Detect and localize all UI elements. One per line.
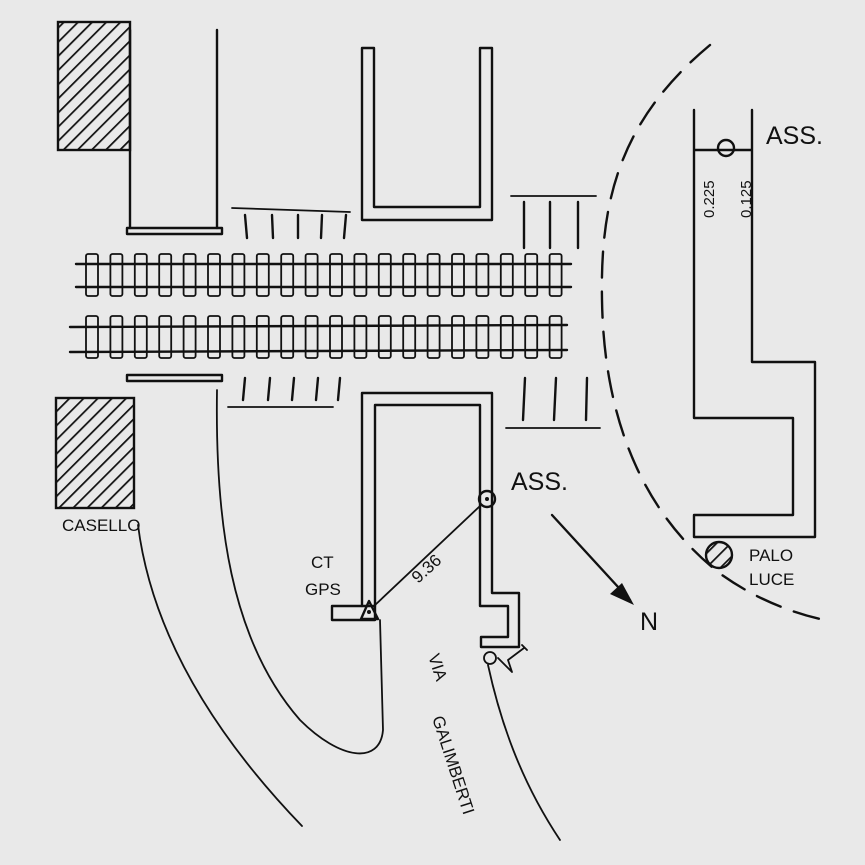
rail-sleeper (353, 315, 368, 359)
curb-bottom (360, 391, 521, 649)
railway-track-south (68, 315, 569, 359)
rail-sleeper (451, 315, 465, 359)
rail-sleeper (85, 253, 99, 297)
barrier-bottom-left (227, 376, 342, 408)
north-arrow-head (610, 583, 634, 605)
survey-point-ass-mid (477, 489, 497, 509)
curb-top-outer (360, 46, 494, 222)
arrow-hook (497, 644, 528, 673)
rail-sleeper (280, 315, 295, 359)
survey-point-ass-mid-dot (485, 497, 489, 501)
rail-sleeper (207, 315, 221, 359)
label-via: VIA (424, 651, 451, 684)
small-ring (483, 651, 497, 665)
rail-sleeper (426, 253, 441, 297)
rail-sleeper (548, 315, 563, 359)
rail-sleeper (182, 253, 197, 297)
light-pole (704, 540, 734, 570)
street-curve-inner (215, 389, 384, 755)
rail-sleeper (426, 315, 441, 359)
rail-sleeper (402, 315, 417, 359)
building-casello (54, 396, 136, 510)
dashed-boundary (600, 43, 827, 622)
right-block (692, 108, 817, 539)
street-curve-right (487, 664, 561, 841)
rail-sleeper (329, 253, 343, 297)
distance-line (373, 505, 481, 607)
label-offset-b: 0.125 (738, 180, 755, 218)
rail-sleeper (524, 315, 539, 359)
rail-sleeper (377, 253, 392, 297)
label-gps: GPS (305, 580, 341, 599)
rail-sleeper (109, 315, 124, 359)
platform-top-left (125, 226, 224, 236)
label-palo: PALO (749, 546, 793, 565)
label-distance: 9.36 (408, 551, 445, 587)
gps-triangle (359, 599, 380, 621)
label-casello: CASELLO (62, 516, 140, 535)
rail-sleeper (402, 253, 417, 297)
rail-sleeper (353, 253, 368, 297)
survey-point-ass-top (716, 138, 736, 158)
rail-sleeper (255, 315, 270, 359)
label-luce: LUCE (749, 570, 794, 589)
rail-sleeper (451, 253, 465, 297)
barrier-bottom-right (505, 376, 601, 429)
barrier-top-right (510, 195, 597, 250)
rail-sleeper (524, 253, 539, 297)
rail-sleeper (231, 315, 246, 359)
rail-sleeper (182, 315, 197, 359)
rail-sleeper (231, 253, 246, 297)
label-galimberti: GALIMBERTI (428, 713, 478, 817)
rail-sleeper (304, 253, 319, 297)
street-curve-outer (137, 524, 303, 827)
rail-sleeper (158, 315, 173, 359)
rail-sleeper (377, 315, 392, 359)
rail-sleeper (304, 315, 319, 359)
rail-sleeper (109, 253, 124, 297)
label-ct: CT (311, 553, 334, 572)
label-ass-top: ASS. (766, 122, 823, 150)
rail-sleeper (499, 315, 514, 359)
rail-sleeper (133, 315, 148, 359)
rail-sleeper (280, 253, 295, 297)
rail-sleeper (499, 253, 514, 297)
barrier-top-left (231, 207, 351, 240)
railway-track-north (74, 253, 573, 297)
rail-sleeper (85, 315, 99, 359)
rail-sleeper (548, 253, 563, 297)
platform-bottom-left (125, 373, 224, 383)
rail-sleeper (158, 253, 173, 297)
rail-sleeper (475, 253, 490, 297)
rail-sleeper (207, 253, 221, 297)
rail-sleeper (329, 315, 343, 359)
label-offset-a: 0.225 (701, 180, 718, 218)
label-ass-mid: ASS. (511, 468, 568, 496)
rail-sleeper (475, 315, 490, 359)
north-arrow (550, 513, 632, 602)
rail-sleeper (255, 253, 270, 297)
label-north: N (640, 608, 658, 636)
gps-dot (367, 610, 371, 614)
building-hatched-top (56, 20, 132, 152)
rail-sleeper (133, 253, 148, 297)
